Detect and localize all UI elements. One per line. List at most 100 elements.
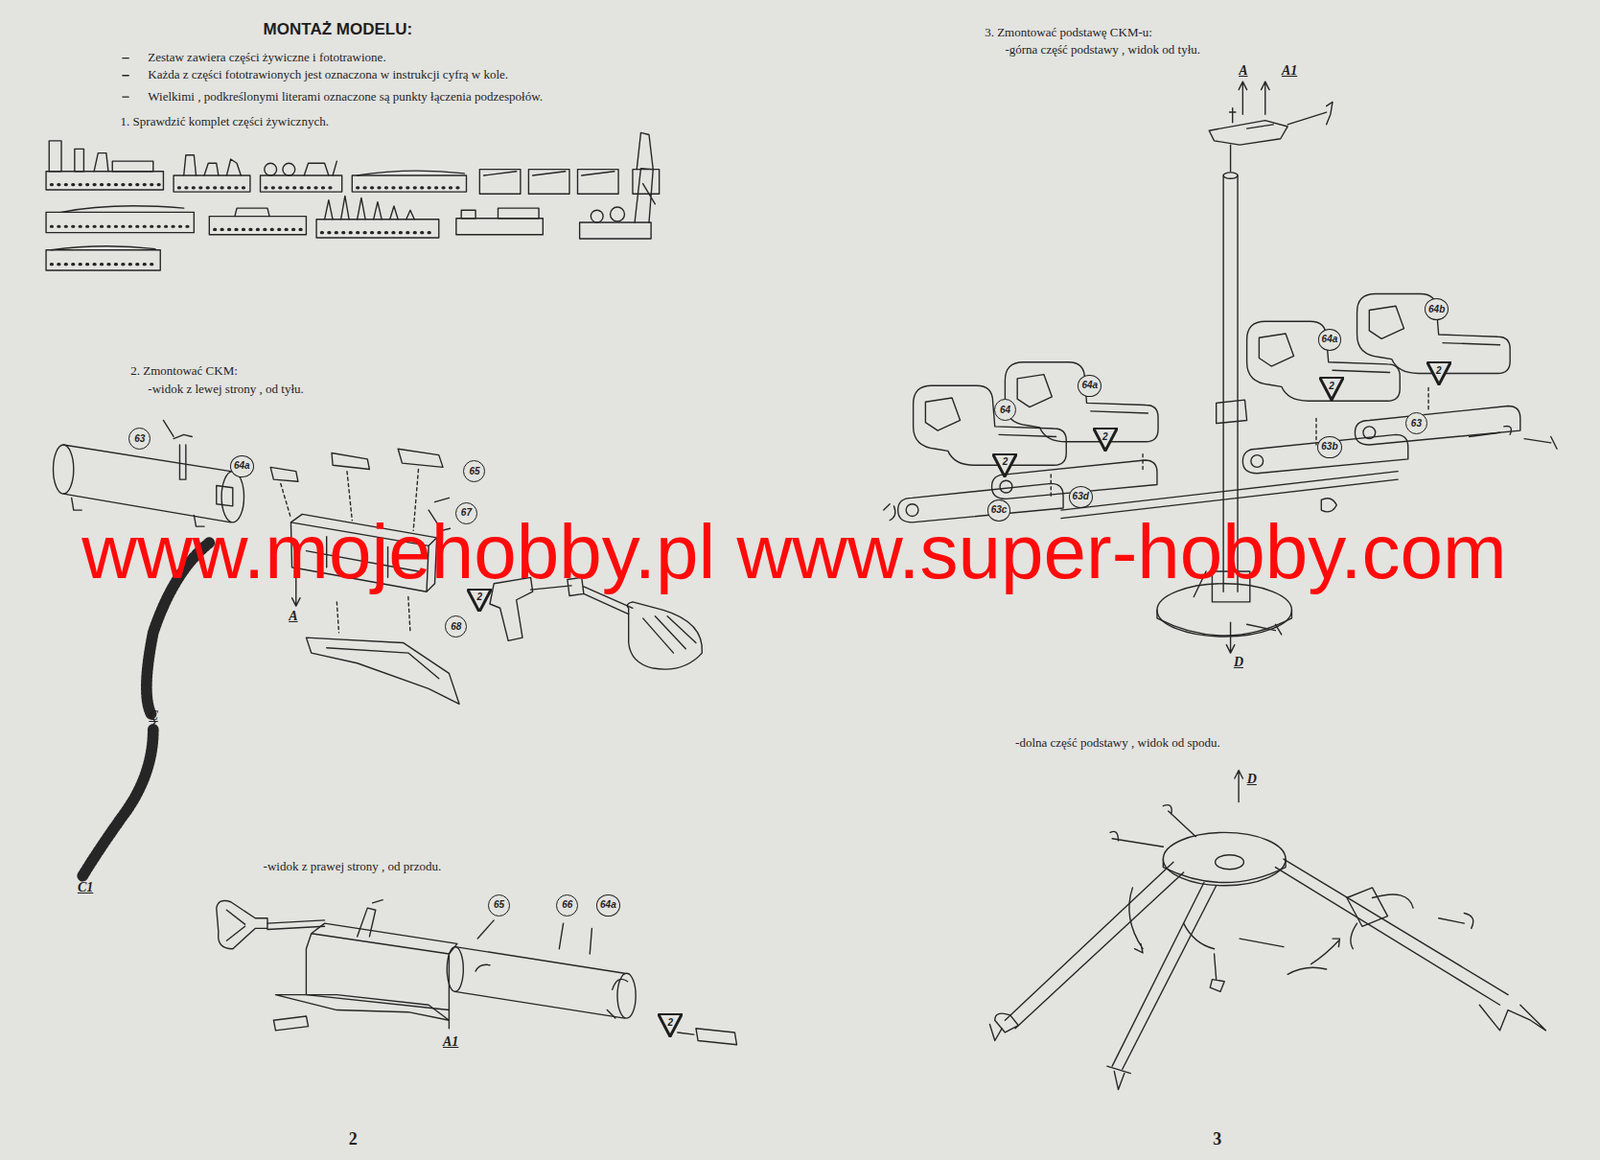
joint-letter: C1	[77, 880, 93, 896]
joint-letter: D	[1247, 771, 1257, 788]
drawing-part	[1311, 938, 1341, 965]
drawing-part	[316, 219, 440, 238]
callout-triangle: 2	[1319, 376, 1345, 401]
drawing-part	[1346, 887, 1414, 927]
drawing-part	[1275, 858, 1508, 1005]
callout-text: 64a	[1081, 380, 1098, 391]
drawing-part	[1321, 498, 1337, 512]
drawing-part	[324, 195, 416, 219]
drawing-part	[1350, 923, 1358, 950]
drawing-part	[216, 486, 233, 507]
drawing-part	[1234, 769, 1244, 802]
note-text: Wielkimi , podkreślonymi literami oznacz…	[147, 89, 543, 105]
drawing-part	[1107, 1066, 1131, 1090]
drawing-part	[581, 171, 615, 176]
drawing-part	[484, 171, 517, 176]
note-text: Zestaw zawiera części żywiczne i fototra…	[147, 49, 386, 66]
drawing-part	[234, 208, 270, 217]
drawing-part	[1208, 120, 1288, 146]
callout-triangle: 2	[466, 588, 492, 613]
callout-text: 64a	[233, 461, 251, 471]
drawing-part	[1479, 1004, 1546, 1031]
drawing-part	[1110, 831, 1163, 847]
note-text: 1. Sprawdzić komplet części żywicznych.	[120, 114, 329, 130]
callout-triangle: 2	[1426, 361, 1452, 386]
callout-text: 63d	[1072, 491, 1090, 502]
callout-text: 64a	[600, 900, 617, 910]
drawing-part	[610, 207, 626, 222]
drawing-part	[989, 1013, 1019, 1041]
callout-triangle: 2	[1092, 427, 1118, 452]
drawing-part	[81, 542, 209, 878]
drawing-part	[270, 448, 443, 482]
drawing-part	[214, 228, 302, 232]
drawing-part	[533, 171, 566, 176]
drawing-part	[357, 185, 463, 189]
callout-number: 64	[994, 398, 1017, 421]
drawing-part	[1354, 406, 1520, 445]
drawing-part	[479, 169, 521, 195]
watermark: www.mojehobby.pl www.super-hobby.com	[81, 513, 1508, 591]
drawing-part	[351, 175, 466, 192]
callout-text: 68	[450, 622, 462, 632]
drawing-part	[1215, 855, 1245, 870]
drawing-part	[1216, 399, 1248, 423]
joint-letter: A	[288, 608, 298, 625]
drawing-part	[632, 169, 660, 195]
drawing-part	[448, 1010, 450, 1029]
joint-letter: D	[1233, 654, 1244, 671]
drawing-part	[1223, 172, 1238, 179]
drawing-part	[112, 161, 154, 172]
drawing-part	[305, 637, 460, 704]
drawing-part	[1238, 81, 1270, 115]
drawing-part	[497, 208, 539, 219]
callout-text: 64	[999, 405, 1011, 416]
drawing-part	[1242, 434, 1408, 473]
drawing-part	[184, 155, 242, 176]
callout-number: 65	[463, 460, 486, 483]
drawing-part	[1050, 387, 1429, 498]
drawing-part	[1162, 805, 1196, 837]
callout-text: 2	[668, 1018, 674, 1028]
drawing-part	[267, 920, 325, 930]
drawing-part	[336, 597, 411, 633]
drawing-part	[50, 246, 156, 251]
drawing-part	[446, 947, 464, 993]
drawing-part	[305, 923, 458, 1010]
callout-triangle: 2	[992, 453, 1018, 478]
drawing-part	[1004, 861, 1183, 1028]
callout-text: 2	[476, 592, 483, 603]
callout-text: 63	[1411, 418, 1422, 429]
drawing-part	[216, 901, 268, 950]
title: MONTAŻ MODELU:	[263, 20, 414, 40]
drawing-part	[264, 162, 278, 176]
drawing-part	[1157, 583, 1292, 637]
drawing-part	[636, 132, 653, 169]
note-text: 3. Zmontować podstawę CKM-u:	[984, 24, 1153, 41]
drawing-part	[579, 222, 651, 239]
callout-text: 2	[1328, 381, 1335, 392]
callout-number: 63	[1405, 412, 1428, 435]
drawing-part	[48, 140, 62, 172]
drawing-part	[1438, 912, 1474, 928]
callout-text: 63	[134, 434, 145, 444]
drawing-part	[1129, 887, 1143, 953]
drawing-part	[578, 169, 620, 195]
callout-text: 2	[1102, 432, 1109, 442]
drawing-part	[162, 419, 174, 437]
drawing-part	[1209, 953, 1225, 992]
drawing-part	[1061, 471, 1398, 519]
drawing-part	[122, 58, 129, 97]
callout-number: 64b	[1424, 298, 1449, 321]
drawing-part	[50, 183, 160, 186]
callout-triangle: 2	[657, 1013, 683, 1038]
joint-letter: A1	[442, 1034, 459, 1050]
note-text: -widok z lewej strony , od tyłu.	[147, 381, 303, 397]
callout-text: 65	[468, 466, 480, 477]
callout-text: 2	[1002, 457, 1009, 467]
drawing-part	[282, 162, 296, 176]
callout-number: 64a	[1318, 328, 1343, 351]
drawing-part	[456, 218, 543, 235]
callout-text: 64a	[1321, 334, 1339, 345]
